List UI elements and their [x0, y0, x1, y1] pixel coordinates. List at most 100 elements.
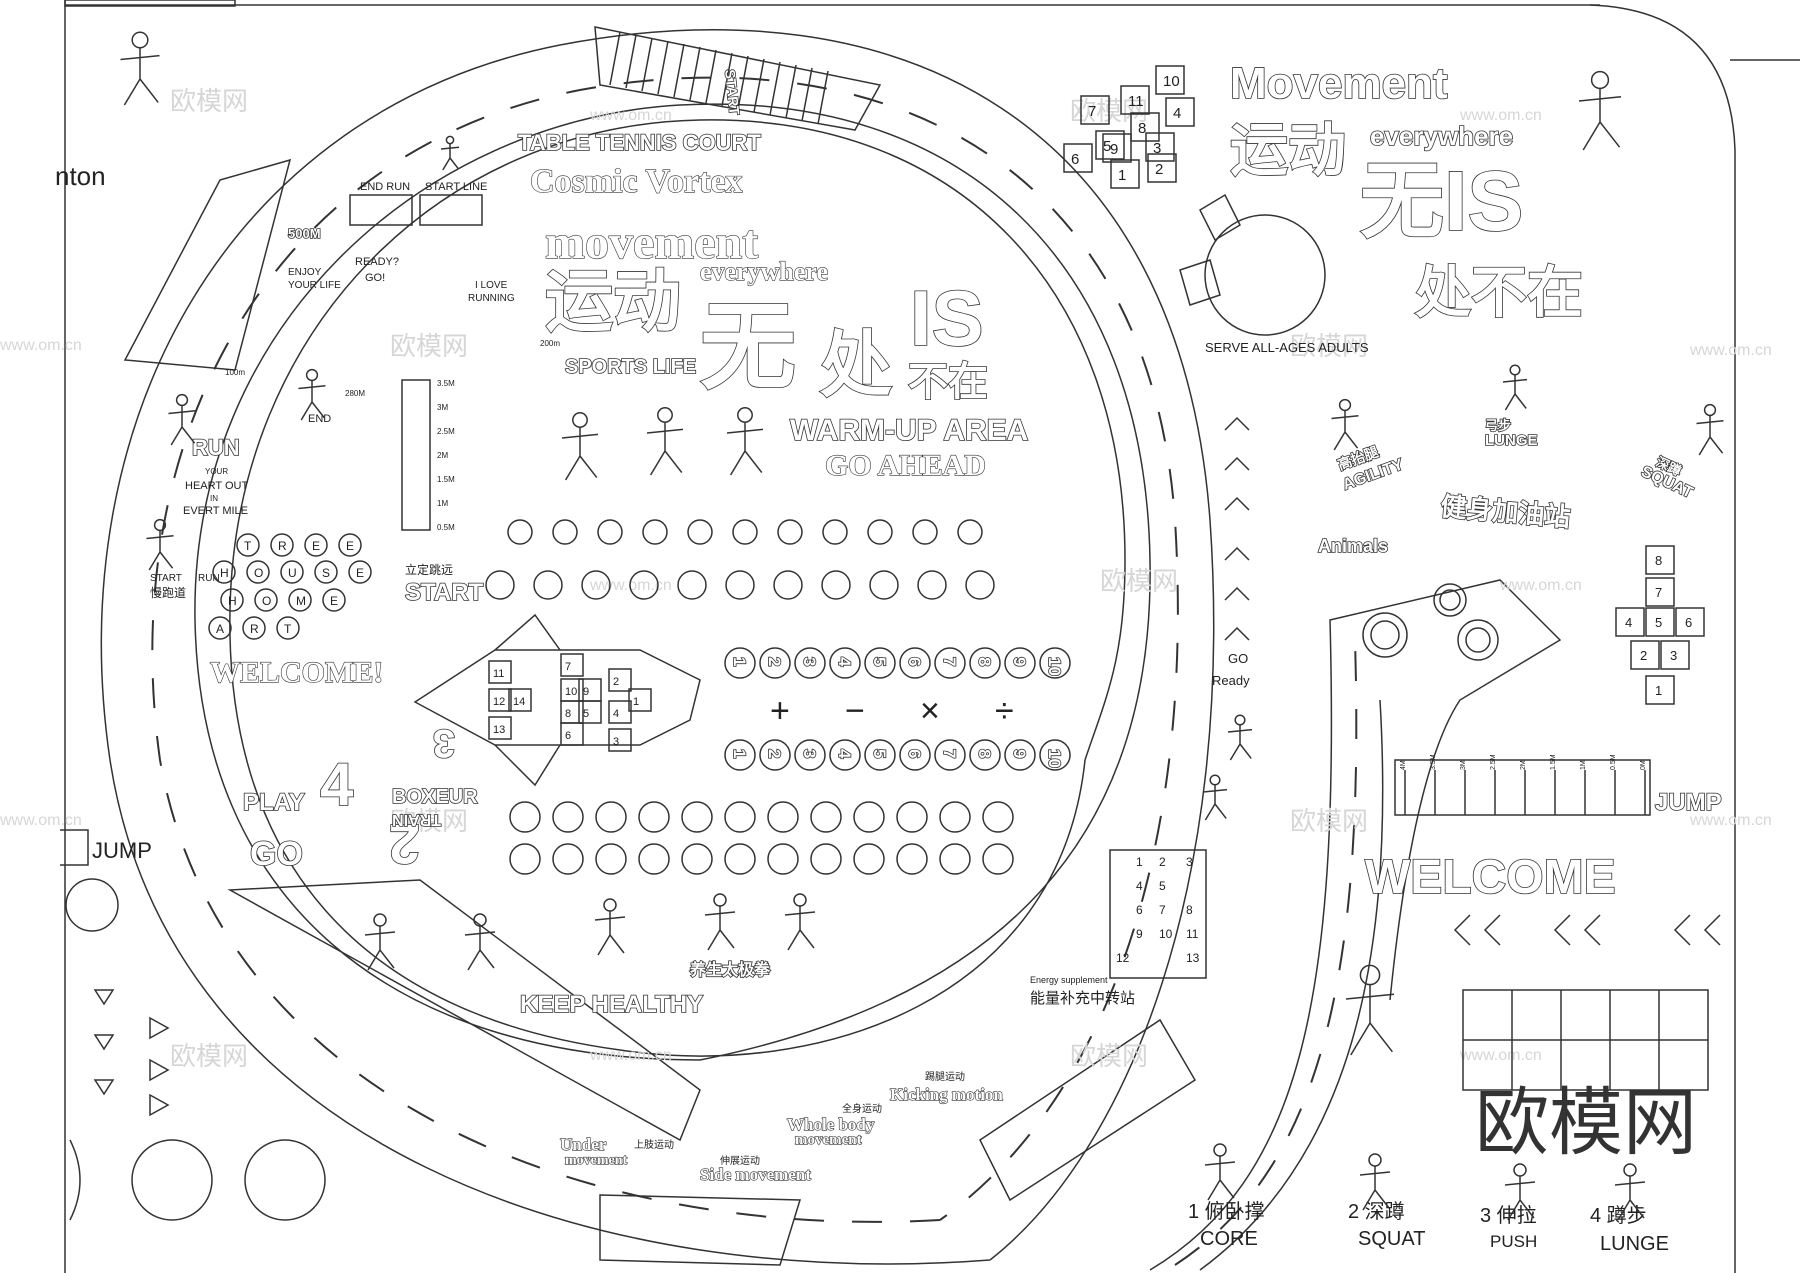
svg-text:2M: 2M	[437, 451, 448, 460]
number-two: 2	[389, 813, 420, 876]
watermark-site: www.om.cn	[1499, 577, 1582, 594]
grid-panel	[979, 1018, 1197, 1202]
number-circle: 10	[1039, 739, 1071, 771]
insect-weather-icon	[821, 570, 851, 600]
number-circle: 1	[724, 739, 756, 771]
rocket-cell: 7	[565, 661, 571, 673]
watermark-cn: 欧模网	[1070, 1041, 1148, 1071]
athlete-figure-icon	[1204, 1143, 1236, 1201]
go-ready-ready: Ready	[1212, 673, 1250, 688]
watermark-cn: 欧模网	[170, 1041, 248, 1071]
ex2-num: 2 深蹲	[1348, 1200, 1405, 1223]
insect-weather-icon	[677, 570, 707, 600]
grid-cell: 6	[1136, 903, 1143, 917]
svg-text:O: O	[254, 566, 263, 580]
right-section: Movement 运动 everywhere 无IS 处不在 SERVE ALL…	[1063, 58, 1722, 1255]
grid-cell: 13	[1186, 951, 1200, 965]
start-stripe-panel: START	[594, 26, 882, 131]
svg-text:6: 6	[905, 657, 924, 666]
animal-token-icon	[552, 843, 584, 875]
hop-cell: 2	[1640, 648, 1647, 663]
exercise-labels: 1 俯卧撑 CORE 2 深蹲 SQUAT 3 伸拉 PUSH 4 蹲步 LUN…	[1188, 1200, 1669, 1255]
letter-circle: U	[280, 560, 304, 584]
number-circle: 3	[794, 647, 826, 679]
jump-mark: 3M	[1460, 760, 1467, 770]
ex1-label: CORE	[1200, 1228, 1258, 1250]
insect-weather-icon	[485, 570, 515, 600]
watermark-site: www.om.cn	[0, 812, 82, 829]
animal-token-icon	[810, 801, 842, 833]
gongbu-label: 弓步	[1485, 418, 1511, 433]
athlete-figure-icon	[1227, 714, 1253, 761]
number-circle: 8	[969, 647, 1001, 679]
left-nton: nton	[55, 161, 106, 191]
svg-text:6: 6	[905, 749, 924, 758]
sport-weather-icon	[867, 519, 893, 545]
sport-weather-icon	[507, 519, 533, 545]
watermark-cn: 欧模网	[1290, 806, 1368, 836]
insect-weather-icon	[773, 570, 803, 600]
under-label: Under	[560, 1135, 607, 1154]
svg-text:R: R	[278, 539, 287, 553]
ex3-num: 3 伸拉	[1480, 1204, 1537, 1227]
number-circle: 8	[969, 739, 1001, 771]
watermark-site: www.om.cn	[1459, 107, 1542, 124]
svg-text:H: H	[228, 594, 237, 608]
welcome-left: WELCOME!	[210, 656, 383, 689]
animal-token-icon	[595, 801, 627, 833]
insect-weather-icon	[725, 570, 755, 600]
number-circle: 7	[934, 739, 966, 771]
animal-token-icon	[724, 801, 756, 833]
letter-circle: E	[322, 588, 346, 612]
hop-cell: 3	[1670, 648, 1677, 663]
hop-cell: 10	[1163, 73, 1180, 90]
grid-cell: 10	[1159, 927, 1173, 941]
hop-cell: 4	[1625, 615, 1632, 630]
jump-mark: 0.5M	[1610, 754, 1617, 770]
watermark-cn: 欧模网	[1100, 566, 1178, 596]
whole-body-label: Whole body	[787, 1115, 875, 1134]
sport-weather-icon	[552, 519, 578, 545]
svg-text:3: 3	[800, 657, 819, 666]
train-label: TRAIN	[392, 811, 441, 828]
start-line-mat	[419, 194, 483, 226]
ex4-label: LUNGE	[1600, 1233, 1669, 1255]
svg-text:O: O	[262, 594, 271, 608]
chu-title: 处	[820, 326, 892, 406]
hop-cell: 8	[1655, 553, 1662, 568]
number-circle: 10	[1039, 647, 1071, 679]
grid-cell: 5	[1159, 879, 1166, 893]
animal-token-icon	[681, 801, 713, 833]
hop-cell: 8	[1138, 120, 1146, 137]
number-circle: 4	[829, 739, 861, 771]
svg-text:2: 2	[765, 749, 784, 758]
hop-cell: 4	[1173, 105, 1181, 122]
watermark-site: www.om.cn	[589, 1047, 672, 1064]
movement-title: movement	[545, 216, 758, 269]
number-circle: 2	[759, 739, 791, 771]
svg-text:R: R	[250, 622, 259, 636]
your-life-label: YOUR LIFE	[288, 280, 341, 291]
watermark-brand-large: 欧模网	[1475, 1080, 1697, 1166]
hop-cell: 1	[1118, 167, 1126, 184]
rocket-cell: 11	[493, 668, 504, 680]
letter-circle: H	[220, 588, 244, 612]
athlete-figure-icon	[1359, 1153, 1391, 1211]
play-label: PLAY	[243, 789, 305, 816]
athlete-figure-icon	[1502, 364, 1528, 411]
start-small-label: START	[150, 573, 182, 584]
svg-text:0.5M: 0.5M	[437, 523, 455, 532]
athlete-figure-icon	[464, 913, 496, 971]
animal-token-icon	[853, 801, 885, 833]
kicking-cn-label: 踢腿运动	[925, 1071, 965, 1083]
letter-circle: M	[288, 588, 312, 612]
athlete-figure-icon	[146, 518, 174, 571]
svg-text:3.5M: 3.5M	[437, 379, 455, 388]
taiji-label: 养生太极拳	[689, 960, 771, 979]
svg-text:U: U	[288, 566, 297, 580]
animal-token-icon	[939, 843, 971, 875]
number-circle: 9	[1004, 647, 1036, 679]
